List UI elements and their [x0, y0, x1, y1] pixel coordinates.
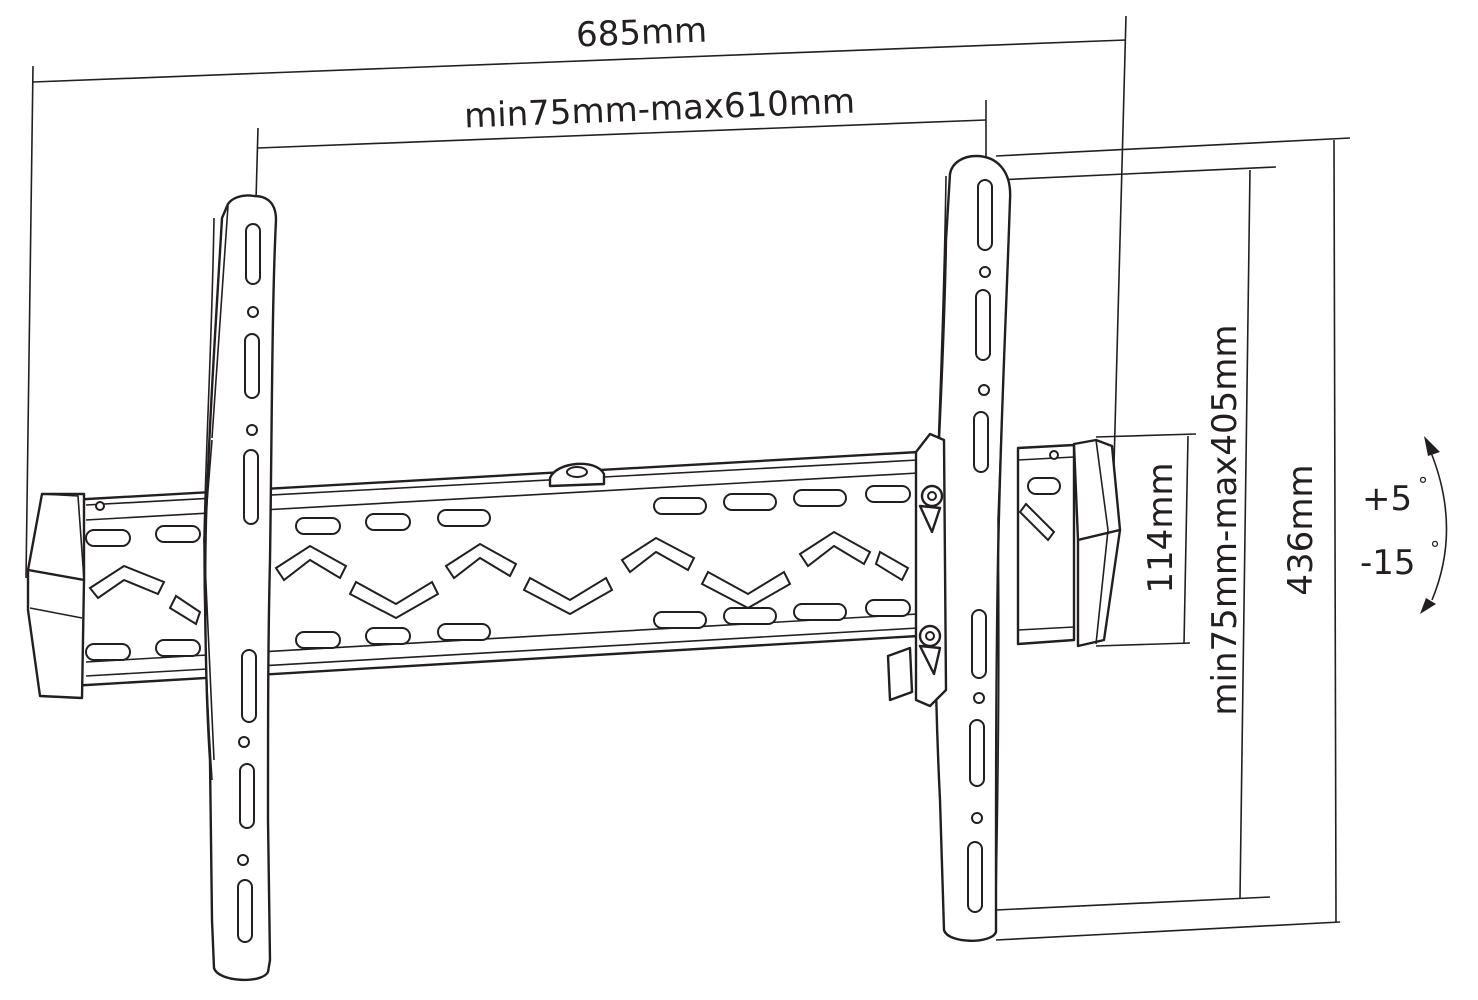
tilt-labels: +5 ° -15 ° — [1360, 473, 1440, 583]
tilt-down-label: -15 — [1360, 543, 1416, 583]
rail-height-label: 114mm — [1141, 462, 1181, 593]
left-end-cap — [26, 492, 86, 700]
tilt-down-degree: ° — [1430, 537, 1440, 561]
tilt-bracket — [886, 432, 948, 708]
rail-slots — [85, 477, 1061, 661]
tilt-up-degree: ° — [1418, 473, 1428, 497]
left-vertical-arm — [203, 194, 278, 982]
overall-height-label: 436mm — [1281, 464, 1321, 595]
spirit-level — [548, 462, 606, 488]
vesa-vertical-label: min75mm-max405mm — [1205, 324, 1245, 715]
tilt-arc-arrow — [1420, 436, 1448, 614]
right-end-cap — [1072, 438, 1122, 648]
right-vertical-arm — [934, 154, 1012, 942]
dimension-lines — [25, 15, 1351, 941]
rail-zigzag-openings — [88, 502, 1056, 626]
overall-width-label: 685mm — [575, 11, 708, 56]
tilt-up-label: +5 — [1362, 479, 1412, 519]
dimension-labels: 685mm min75mm-max610mm 114mm min75mm-max… — [463, 11, 1321, 716]
rail-screws — [95, 450, 1059, 511]
vesa-horizontal-label: min75mm-max610mm — [463, 82, 855, 137]
